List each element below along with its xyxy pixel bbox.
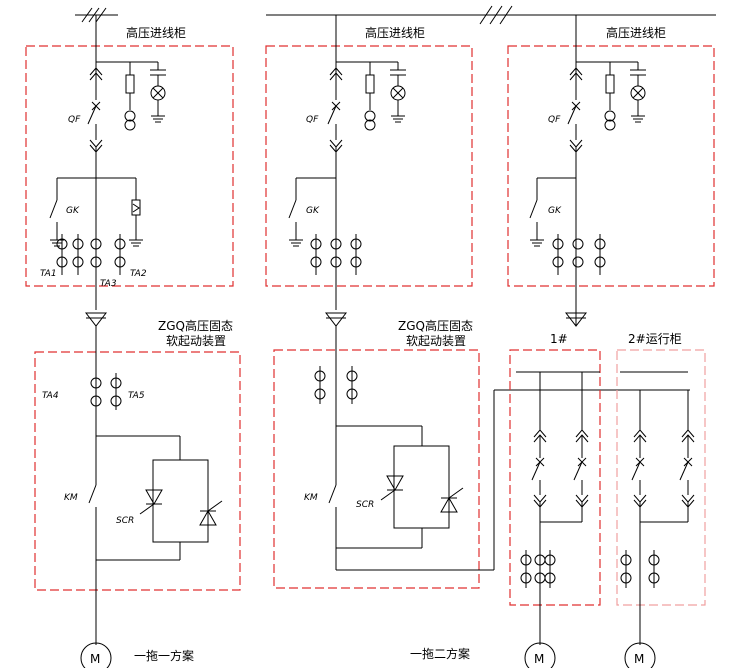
cabinet-frame xyxy=(265,45,473,287)
current-transformers xyxy=(314,366,358,404)
voltage-transformer-symbol xyxy=(96,61,136,131)
run-cabinet-frame xyxy=(616,349,706,606)
soft-starter-title-line2: 软起动装置 xyxy=(406,334,466,348)
motor-icon xyxy=(624,642,656,668)
incoming-cabinet-2: 高压进线柜 QF xyxy=(265,15,473,327)
grounding-switch-symbol xyxy=(529,177,576,247)
grounding-switch-symbol xyxy=(288,177,336,247)
current-transformers xyxy=(310,234,362,275)
current-transformers xyxy=(620,550,660,588)
contactor-label: KM xyxy=(64,493,78,503)
contactor-label: KM xyxy=(304,493,318,503)
breaker-label: QF xyxy=(548,115,561,125)
cabinet-title: 高压进线柜 xyxy=(606,25,666,40)
voltage-transformer-symbol xyxy=(336,61,376,131)
grounding-switch-label: GK xyxy=(306,206,320,216)
bypass-contactor-symbol xyxy=(328,484,337,504)
cabinet-frame xyxy=(507,45,715,287)
voltage-transformer-symbol xyxy=(576,61,616,131)
thyristor-pair-symbol xyxy=(139,459,223,543)
soft-starter-frame xyxy=(273,349,480,589)
grounding-switch-symbol xyxy=(49,177,136,247)
circuit-breaker-symbol xyxy=(87,101,101,125)
ct-label-left: TA1 xyxy=(40,269,57,279)
cable-terminal-symbol xyxy=(84,312,108,327)
incoming-cabinet-3: 高压进线柜 QF xyxy=(507,15,715,310)
incoming-cabinet-1: 高压进线柜 QF xyxy=(25,15,234,327)
motor-icon xyxy=(524,642,556,668)
soft-starter-frame xyxy=(34,351,241,591)
motor-label: M xyxy=(90,652,100,666)
top-busbar xyxy=(75,5,716,25)
thyristor-label: SCR xyxy=(356,500,374,510)
cable-terminal-symbol xyxy=(324,312,348,327)
run-cabinet-1: 1# xyxy=(509,286,601,645)
ct-label-right: TA5 xyxy=(128,391,145,401)
run-cabinet-title: 2#运行柜 xyxy=(628,332,682,346)
bypass-contactor-symbol xyxy=(88,484,97,504)
indicator-lamp-symbol xyxy=(610,61,646,123)
cabinet-frame xyxy=(25,45,234,287)
run-cabinet-2: 2#运行柜 xyxy=(616,332,706,645)
soft-starter-1: ZGQ高压固态 软起动装置 TA4 TA5 KM SCR xyxy=(34,318,241,645)
grounding-switch-label: GK xyxy=(66,206,80,216)
ct-label-left: TA4 xyxy=(42,391,59,401)
motor-label: M xyxy=(634,652,644,666)
soft-starter-title-line2: 软起动装置 xyxy=(166,334,226,348)
current-transformers xyxy=(520,550,556,588)
circuit-breaker-symbol xyxy=(327,101,341,125)
scheme-label-one-to-one: 一拖一方案 xyxy=(134,648,194,663)
ct-label-right: TA2 xyxy=(130,269,147,279)
cabinet-title: 高压进线柜 xyxy=(126,25,186,40)
indicator-lamp-symbol xyxy=(130,61,166,123)
indicator-lamp-symbol xyxy=(370,61,406,123)
run-cabinet-frame xyxy=(509,349,601,606)
circuit-breaker-symbol xyxy=(567,101,581,125)
grounding-switch-label: GK xyxy=(548,206,562,216)
current-transformers xyxy=(552,234,606,275)
motor-label: M xyxy=(534,652,544,666)
ct-label-mid: TA3 xyxy=(100,279,117,289)
scheme-label-one-to-two: 一拖二方案 xyxy=(410,646,470,661)
soft-starter-2: ZGQ高压固态 软起动装置 KM SCR xyxy=(273,318,690,589)
motor-1: M xyxy=(80,642,112,668)
soft-starter-title-line1: ZGQ高压固态 xyxy=(158,318,233,333)
motor-2: M xyxy=(524,642,556,668)
thyristor-label: SCR xyxy=(116,516,134,526)
surge-arrester-symbol xyxy=(129,178,143,247)
soft-starter-title-line1: ZGQ高压固态 xyxy=(398,318,473,333)
run-cabinet-title: 1# xyxy=(550,332,568,346)
motor-3: M xyxy=(624,642,656,668)
cabinet-title: 高压进线柜 xyxy=(365,25,425,40)
current-transformers xyxy=(90,373,122,410)
current-transformers xyxy=(56,234,126,275)
thyristor-pair-symbol xyxy=(380,445,464,529)
motor-icon xyxy=(80,642,112,668)
breaker-label: QF xyxy=(68,115,81,125)
breaker-label: QF xyxy=(306,115,319,125)
